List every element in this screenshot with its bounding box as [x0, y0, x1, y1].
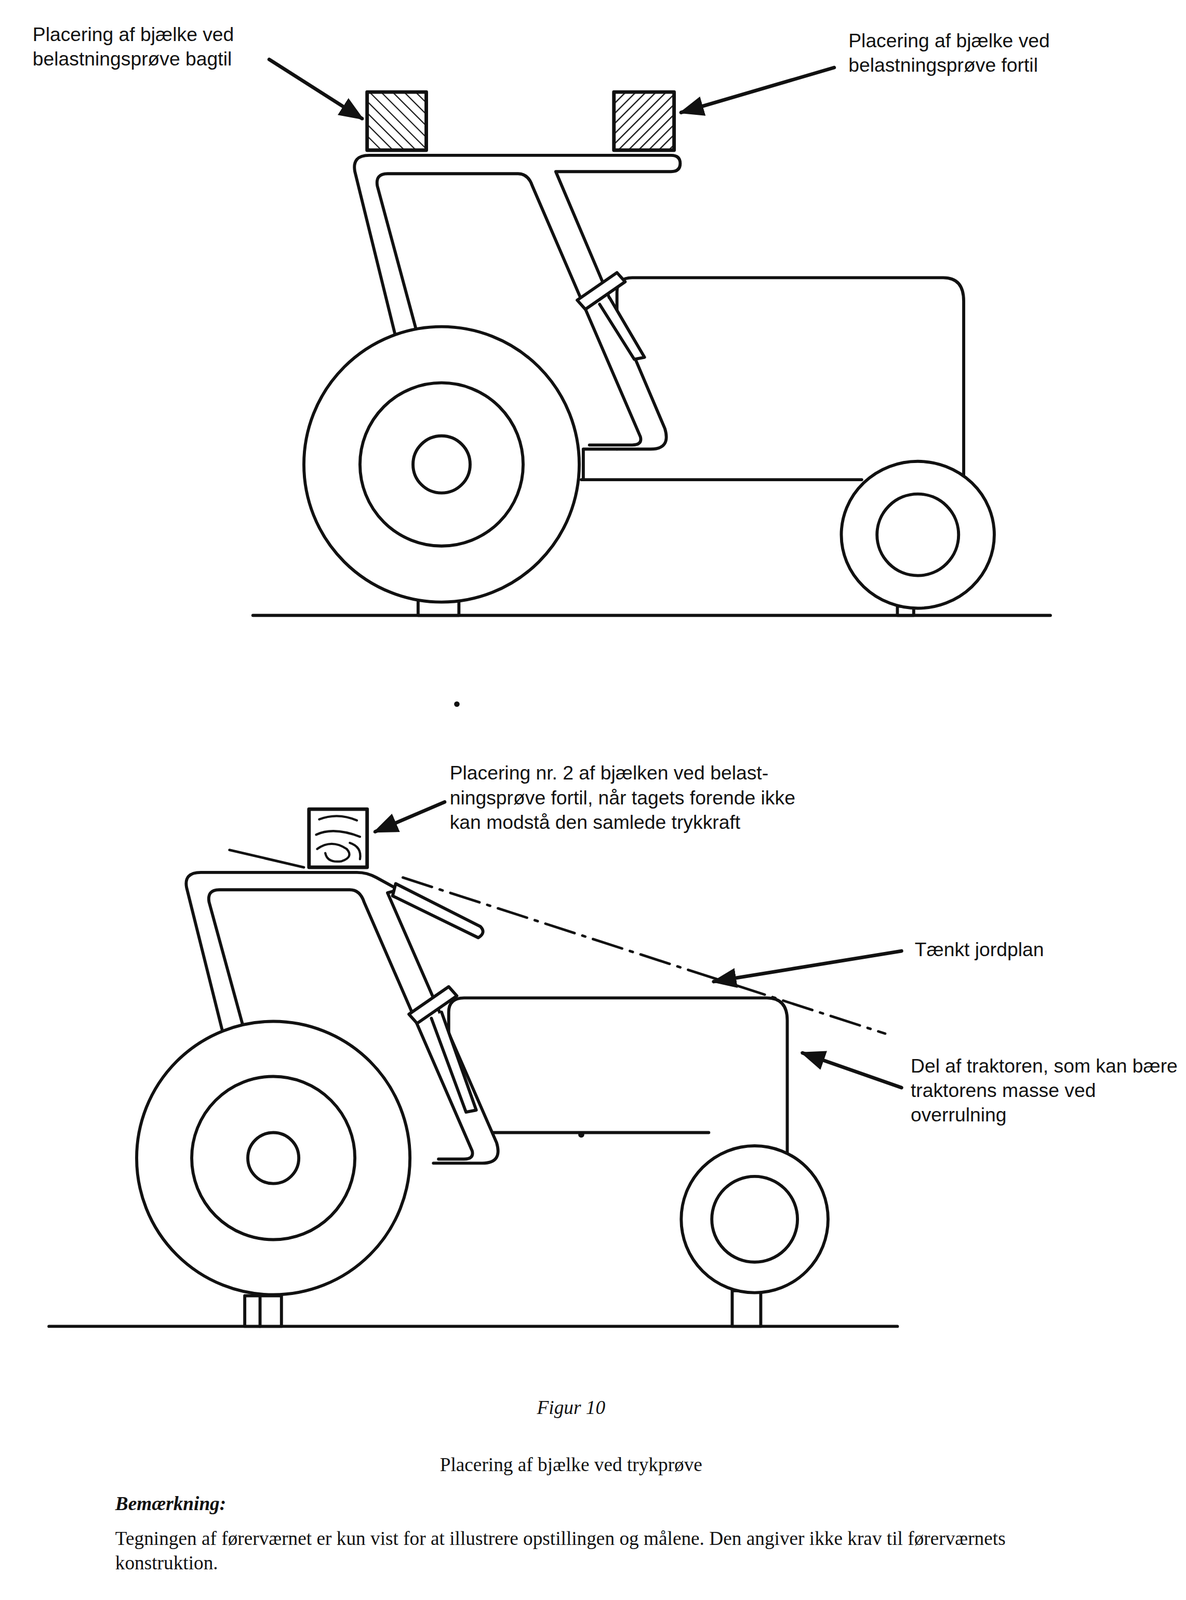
callout-label: Tænkt jordplan: [914, 937, 1119, 962]
imagined-ground-plane: [402, 877, 886, 1034]
roof-visor: [392, 883, 484, 938]
hood: [617, 277, 964, 480]
callout-label: Del af traktoren, som kan bære traktoren…: [910, 1053, 1178, 1127]
beam-rear: [367, 91, 427, 151]
leader-line: [802, 1052, 902, 1088]
steering-wheel: [577, 272, 625, 310]
figure-number: Figur 10: [418, 1394, 725, 1420]
ground-line: [252, 613, 1051, 617]
leader-line: [681, 67, 834, 113]
imagined-ground-plane: [229, 849, 304, 868]
tractor-bottom: [136, 808, 829, 1326]
leader-line: [375, 801, 445, 832]
front-wheel: [841, 461, 994, 609]
steering-column: [599, 298, 645, 360]
leader-line: [713, 950, 902, 982]
beam-position-2: [309, 808, 368, 868]
tractor-top: [252, 59, 1051, 705]
figure-caption: Placering af bjælke ved trykprøve: [264, 1451, 877, 1477]
body-line: [581, 477, 862, 482]
steering-wheel: [408, 986, 457, 1024]
note-text: Tegningen af førerværnet er kun vist for…: [115, 1525, 1069, 1575]
ground-line: [48, 1324, 898, 1328]
callout-label: Placering nr. 2 af bjælken ved belast-ni…: [449, 760, 830, 834]
beam-front: [614, 91, 675, 151]
rear-wheel: [303, 326, 580, 603]
hood: [448, 997, 788, 1163]
leader-line: [269, 59, 363, 119]
callout-label: Placering af bjælke ved belastningsprøve…: [32, 22, 276, 72]
rear-wheel: [136, 1020, 410, 1295]
front-wheel: [681, 1145, 829, 1293]
callout-label: Placering af bjælke ved belastningsprøve…: [848, 28, 1094, 78]
steering-column: [431, 1011, 476, 1112]
note-heading: Bemærkning:: [115, 1490, 422, 1516]
